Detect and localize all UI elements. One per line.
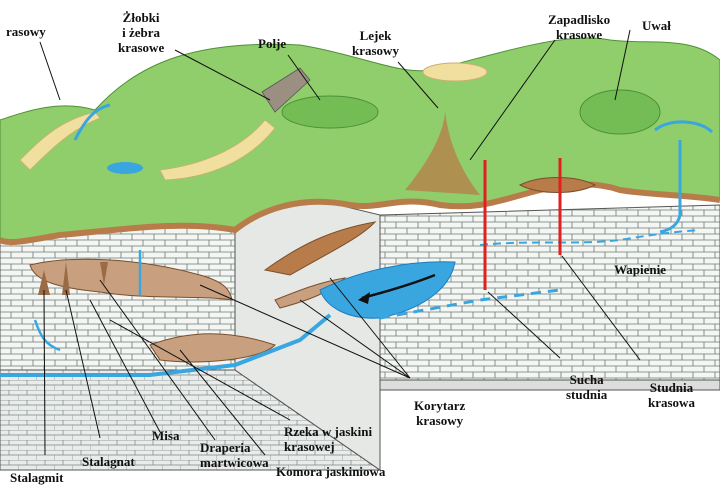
sinkhole-funnel — [405, 110, 480, 195]
leader-krasowy — [39, 41, 61, 101]
label-wapienie: Wapienie — [614, 262, 667, 277]
cave-chamber-lower — [149, 333, 276, 363]
cliff-rock — [261, 67, 311, 113]
label-sucha-studnia: Sucha studnia — [566, 372, 608, 402]
uwal-basin — [579, 89, 661, 135]
sand-strip — [19, 111, 276, 181]
label-komora: Komora jaskiniowa — [276, 464, 386, 479]
stalagmites — [38, 262, 108, 295]
leader-korytarz-1 — [329, 277, 411, 379]
leader-stalagmit — [43, 289, 46, 456]
leader-misa — [89, 299, 161, 433]
label-lejek: Lejek krasowy — [352, 28, 399, 58]
karst-well-shaft — [659, 140, 682, 234]
surface-lake — [107, 162, 143, 174]
underground-river — [0, 313, 332, 377]
label-polje: Polje — [258, 36, 287, 51]
label-stalagmit: Stalagmit — [10, 470, 64, 485]
label-korytarz: Korytarz krasowy — [414, 398, 466, 428]
leader-zlobki — [174, 49, 271, 101]
soil-edge — [0, 181, 720, 246]
leader-lines — [39, 29, 641, 456]
lejek-bowl — [422, 62, 488, 82]
label-rzeka: Rzeka w jaskini krasowej — [284, 424, 373, 454]
collapse-sinkhole — [518, 177, 597, 193]
leader-rzeka — [109, 319, 291, 421]
leader-korytarz-2 — [299, 299, 411, 379]
cave-chamber — [29, 258, 233, 301]
stalagnat — [62, 262, 70, 295]
leader-polje — [287, 54, 321, 101]
label-zapadlisko: Zapadlisko krasowe — [548, 12, 611, 42]
leader-lejek — [397, 61, 439, 109]
stalagmite — [38, 270, 50, 295]
stalactite — [100, 262, 108, 285]
label-zlobki: Żłobki i żebra krasowe — [118, 10, 165, 55]
spring-stream — [654, 120, 714, 134]
cave-corridor-lower — [274, 277, 347, 309]
river-dashed — [379, 288, 561, 320]
leader-sucha — [487, 291, 561, 359]
water-table-right — [479, 229, 701, 246]
label-krasowy: rasowy — [6, 24, 46, 39]
flow-arrowhead — [358, 292, 370, 304]
underground — [0, 158, 701, 377]
leader-draperia — [99, 279, 216, 441]
leader-komora — [179, 349, 266, 456]
label-stalagnat: Stalagnat — [82, 454, 135, 469]
surface-stream — [73, 103, 111, 141]
leader-korytarz-3 — [199, 284, 411, 379]
leader-zapadlisko — [469, 39, 556, 161]
upper-cave-corridor — [263, 221, 377, 276]
leader-studnia — [561, 255, 641, 361]
water-channel-left — [33, 250, 142, 352]
leader-uwal — [614, 29, 631, 101]
label-misa: Misa — [152, 428, 180, 443]
polje-basin — [281, 95, 379, 129]
label-studnia-krasowa: Studnia krasowa — [648, 380, 695, 410]
limestone-lower-right — [379, 379, 720, 391]
label-draperia: Draperia martwicowa — [200, 440, 269, 470]
leader-stalagnat — [65, 289, 101, 439]
surface — [0, 37, 720, 246]
label-uwal: Uwał — [642, 18, 671, 33]
